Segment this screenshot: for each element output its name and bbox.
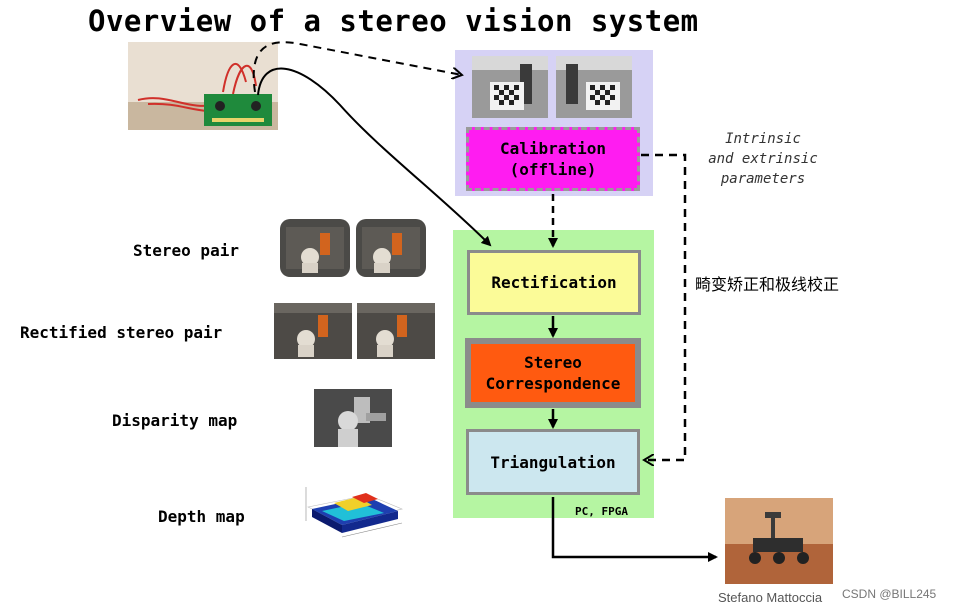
stereo-pair-label: Stereo pair	[133, 241, 239, 260]
stereo-correspondence-box-label: Stereo Correspondence	[485, 353, 621, 393]
stereo-pair-image-right	[356, 219, 426, 277]
platform-note: PC, FPGA	[575, 505, 628, 518]
watermark-text: CSDN @BILL245	[842, 587, 937, 601]
depth-map-image	[298, 467, 410, 547]
rectified-image-left	[274, 303, 352, 359]
rectified-image-right	[357, 303, 435, 359]
calibration-image-right	[556, 56, 632, 118]
diagram-title: Overview of a stereo vision system	[88, 4, 699, 38]
calibration-box-label: Calibration (offline)	[500, 139, 606, 179]
rectification-chinese-note: 畸变矫正和极线校正	[695, 275, 840, 294]
rectification-box-label: Rectification	[491, 273, 617, 292]
stereo-pair-image-left	[280, 219, 350, 277]
triangulation-box-label: Triangulation	[490, 452, 616, 472]
disparity-map-label: Disparity map	[112, 411, 238, 430]
calibration-box: Calibration (offline)	[466, 127, 640, 191]
parameters-note: Intrinsic and extrinsic parameters	[708, 131, 818, 187]
disparity-map-image	[314, 389, 392, 447]
author-credit: Stefano Mattoccia	[718, 590, 823, 605]
calibration-image-left	[472, 56, 548, 118]
rectification-box: Rectification	[467, 250, 641, 315]
rectified-stereo-pair-label: Rectified stereo pair	[20, 323, 223, 342]
stereo-camera-photo	[128, 42, 278, 130]
rover-photo	[725, 498, 833, 584]
triangulation-box: Triangulation	[466, 429, 640, 495]
depth-map-label: Depth map	[158, 507, 245, 526]
stereo-correspondence-box: Stereo Correspondence	[465, 338, 641, 408]
